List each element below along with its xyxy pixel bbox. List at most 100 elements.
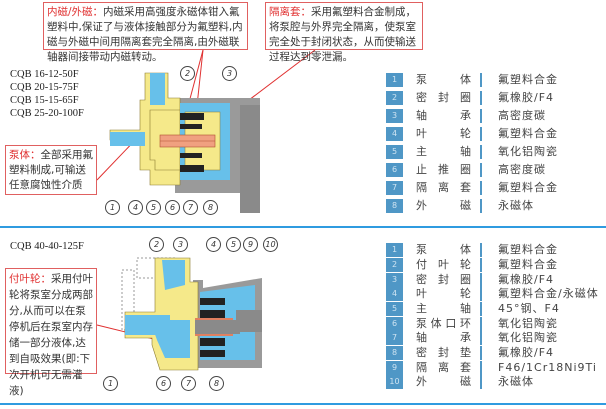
part-number-marker: 8 <box>209 376 224 391</box>
part-material: 氟塑料合金 <box>498 73 558 86</box>
part-no: 8 <box>386 199 403 213</box>
part-name: 密封圈 <box>416 273 472 286</box>
magnet-callout: 内磁/外磁：内磁采用高强度永磁体钳入氟塑料中,保证了与液体接触部分为氟塑料,内磁… <box>43 2 248 63</box>
part-no: 4 <box>386 287 403 301</box>
part-material: F46/1Cr18Ni9Ti <box>498 361 597 374</box>
part-number-marker: 4 <box>128 200 143 215</box>
callout-heading: 隔离套： <box>269 6 311 18</box>
part-material: 氟塑料合金 <box>498 258 558 271</box>
part-no: 2 <box>386 91 403 105</box>
part-name: 主轴 <box>416 145 472 158</box>
part-number-marker: 2 <box>180 66 195 81</box>
part-no: 3 <box>386 109 403 123</box>
callout-text: 采用付叶轮将泵室分成两部分,从而可以在泵停机后在泵室内存储一部分液体,达到自吸效… <box>9 273 93 397</box>
part-no: 6 <box>386 317 403 331</box>
part-number-marker: 7 <box>181 376 196 391</box>
parts-row: 7 隔离套 氟塑料合金 <box>386 181 606 195</box>
part-number-marker: 2 <box>149 237 164 252</box>
bottom-pump-cross-section <box>96 257 262 371</box>
part-no: 3 <box>386 273 403 287</box>
parts-row: 9 隔离套 F46/1Cr18Ni9Ti <box>386 361 606 375</box>
callout-text: 内磁采用高强度永磁体钳入氟塑料中,保证了与液体接触部分为氟塑料,内磁与外磁中间用… <box>47 6 243 63</box>
part-name: 隔离套 <box>416 361 472 374</box>
part-number-marker: 3 <box>173 237 188 252</box>
part-no: 2 <box>386 258 403 272</box>
part-no: 9 <box>386 361 403 375</box>
part-material: 氧化铝陶瓷 <box>498 317 558 330</box>
model-label: CQB 15-15-65F <box>10 95 79 106</box>
section-divider <box>0 403 606 405</box>
parts-row: 4 叶轮 氟塑料合金 <box>386 127 606 141</box>
part-number-marker: 3 <box>222 66 237 81</box>
part-name: 止推圈 <box>416 163 472 176</box>
parts-row: 6 泵体口环 氧化铝陶瓷 <box>386 317 606 331</box>
part-material: 氧化铝陶瓷 <box>498 331 558 344</box>
part-material: 45°钢、F4 <box>498 302 560 315</box>
part-material: 永磁体 <box>498 199 534 212</box>
part-material: 氟橡胶/F4 <box>498 346 555 359</box>
part-no: 7 <box>386 331 403 345</box>
part-material: 高密度碳 <box>498 109 546 122</box>
part-material: 氟橡胶/F4 <box>498 273 555 286</box>
part-material: 氟塑料合金/永磁体 <box>498 287 599 300</box>
part-no: 7 <box>386 181 403 195</box>
part-number-marker: 6 <box>165 200 180 215</box>
parts-row: 8 密封垫 氟橡胶/F4 <box>386 346 606 360</box>
part-material: 永磁体 <box>498 375 534 388</box>
callout-text: 全部采用氟塑料制成,可输送任意腐蚀性介质 <box>9 149 93 191</box>
part-name: 外磁 <box>416 375 472 388</box>
part-no: 1 <box>386 243 403 257</box>
model-label: CQB 20-15-75F <box>10 82 79 93</box>
part-number-marker: 8 <box>203 200 218 215</box>
part-name: 隔离套 <box>416 181 472 194</box>
part-no: 5 <box>386 302 403 316</box>
part-material: 氟橡胶/F4 <box>498 91 555 104</box>
part-no: 5 <box>386 145 403 159</box>
part-material: 高密度碳 <box>498 163 546 176</box>
parts-row: 1 泵体 氟塑料合金 <box>386 243 606 257</box>
part-number-marker: 5 <box>146 200 161 215</box>
parts-row: 10 外磁 永磁体 <box>386 375 606 389</box>
part-name: 密封圈 <box>416 91 472 104</box>
parts-row: 5 主轴 45°钢、F4 <box>386 302 606 316</box>
part-name: 密封垫 <box>416 346 472 359</box>
part-number-marker: 10 <box>263 237 278 252</box>
body-callout: 泵体：全部采用氟塑料制成,可输送任意腐蚀性介质 <box>5 145 97 195</box>
part-name: 叶轮 <box>416 127 472 140</box>
part-number-marker: 7 <box>183 200 198 215</box>
part-number-marker: 4 <box>206 237 221 252</box>
part-no: 10 <box>386 375 403 389</box>
parts-row: 6 止推圈 高密度碳 <box>386 163 606 177</box>
aux-impeller-callout: 付叶轮：采用付叶轮将泵室分成两部分,从而可以在泵停机后在泵室内存储一部分液体,达… <box>5 268 97 397</box>
top-pump-cross-section <box>96 49 316 213</box>
callout-heading: 付叶轮： <box>9 273 51 285</box>
part-number-marker: 1 <box>103 376 118 391</box>
part-number-marker: 5 <box>226 237 241 252</box>
callout-text: 采用氟塑料合金制成，将泵腔与外界完全隔离，使泵室完全处于封闭状态，从而使输送过程… <box>269 6 416 63</box>
part-material: 氟塑料合金 <box>498 127 558 140</box>
part-material: 氧化铝陶瓷 <box>498 145 558 158</box>
sleeve-callout: 隔离套：采用氟塑料合金制成，将泵腔与外界完全隔离，使泵室完全处于封闭状态，从而使… <box>265 2 423 63</box>
parts-row: 5 主轴 氧化铝陶瓷 <box>386 145 606 159</box>
part-material: 氟塑料合金 <box>498 181 558 194</box>
part-no: 8 <box>386 346 403 360</box>
part-name: 泵体 <box>416 243 472 256</box>
part-number-marker: 6 <box>156 376 171 391</box>
part-no: 6 <box>386 163 403 177</box>
parts-row: 7 轴承 氧化铝陶瓷 <box>386 331 606 345</box>
part-no: 1 <box>386 73 403 87</box>
part-number-marker: 9 <box>243 237 258 252</box>
part-no: 4 <box>386 127 403 141</box>
bottom-model-label: CQB 40-40-125F <box>10 241 84 252</box>
part-name: 主轴 <box>416 302 472 315</box>
part-number-marker: 1 <box>105 200 120 215</box>
top-model-list: CQB 16-12-50F CQB 20-15-75F CQB 15-15-65… <box>10 68 84 120</box>
part-material: 氟塑料合金 <box>498 243 558 256</box>
part-name: 泵体口环 <box>416 317 472 330</box>
part-name: 轴承 <box>416 331 472 344</box>
